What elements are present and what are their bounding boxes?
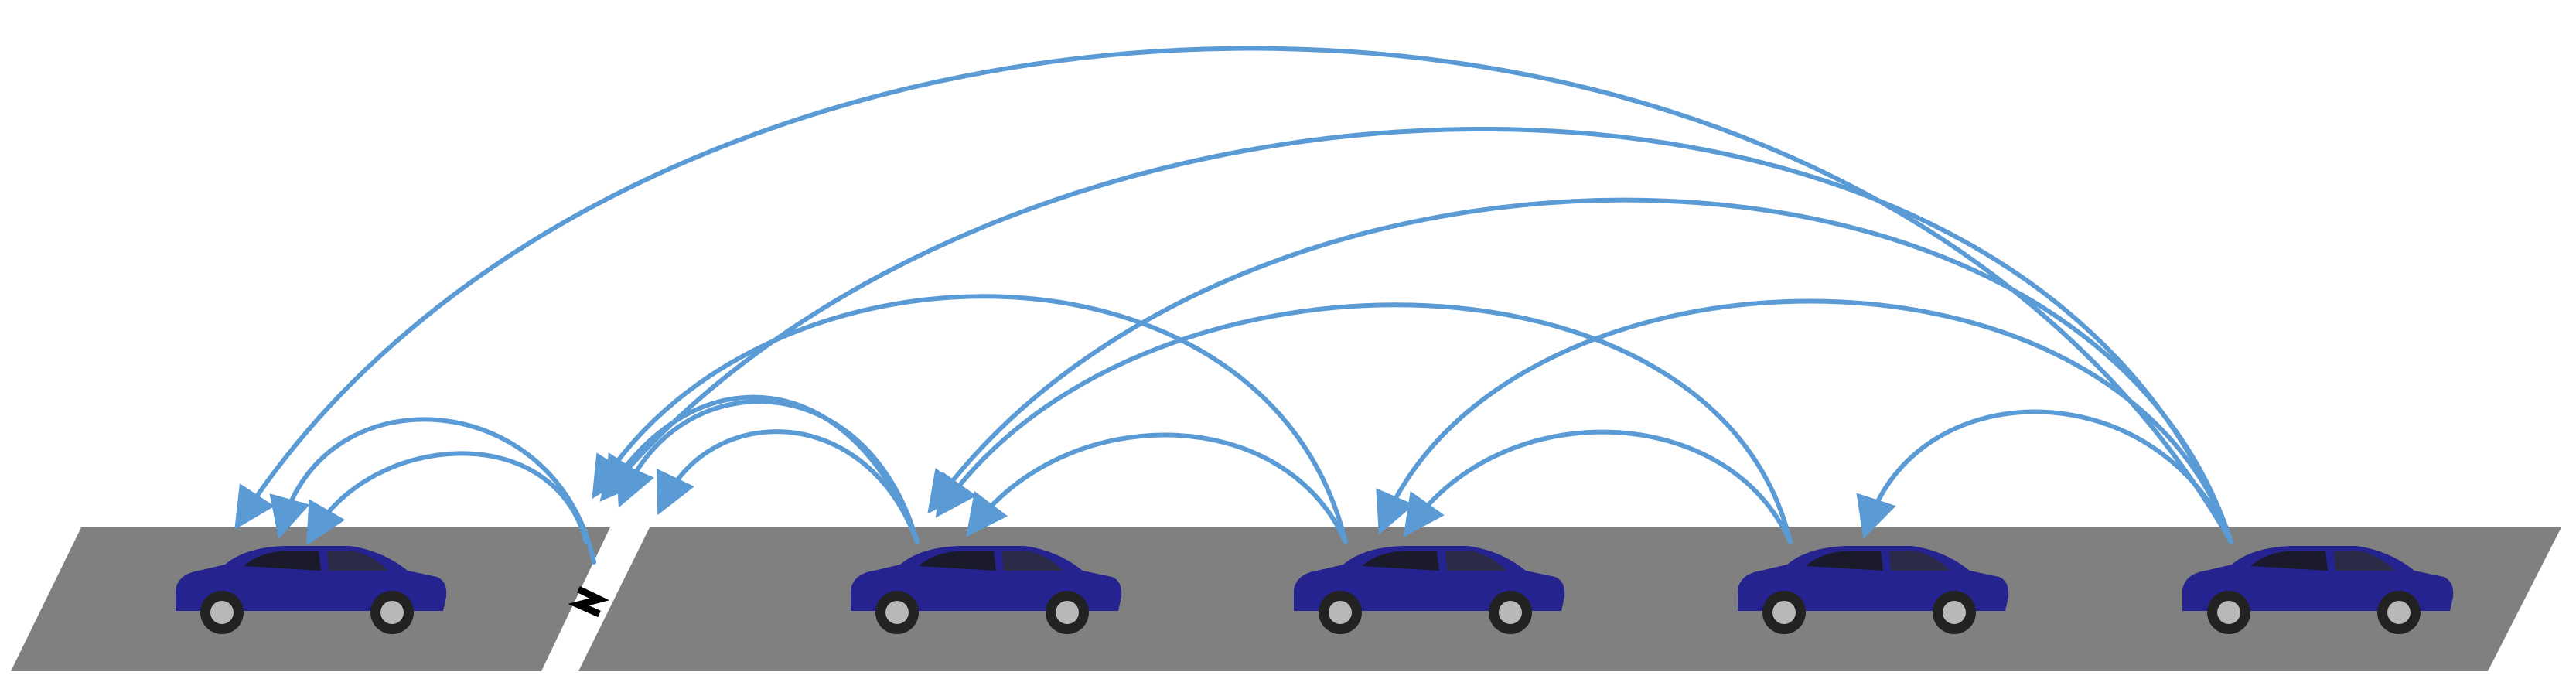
arrow-arc: [616, 399, 920, 544]
right-platform: [578, 527, 2561, 671]
connection-arcs: [234, 46, 2233, 565]
arrow-arc: [305, 451, 589, 546]
arrow-arc: [1403, 429, 1793, 544]
arrow-arc: [603, 394, 920, 544]
arrow-arc: [657, 429, 920, 544]
arrow-arc: [935, 302, 1793, 544]
car-2: [851, 546, 1122, 634]
car-1: [176, 546, 447, 634]
arrow-arc: [927, 197, 2233, 544]
car-3: [1294, 546, 1565, 634]
arrow-arc: [234, 46, 2233, 544]
arrow-arc: [1376, 298, 2233, 544]
car-5: [2182, 546, 2454, 634]
arrow-arc: [592, 294, 1348, 544]
arrow-arc: [966, 432, 1348, 544]
break-mark: [568, 585, 610, 618]
arrow-arc: [599, 127, 2233, 544]
car-4: [1738, 546, 2009, 634]
arrow-arc: [269, 417, 596, 565]
